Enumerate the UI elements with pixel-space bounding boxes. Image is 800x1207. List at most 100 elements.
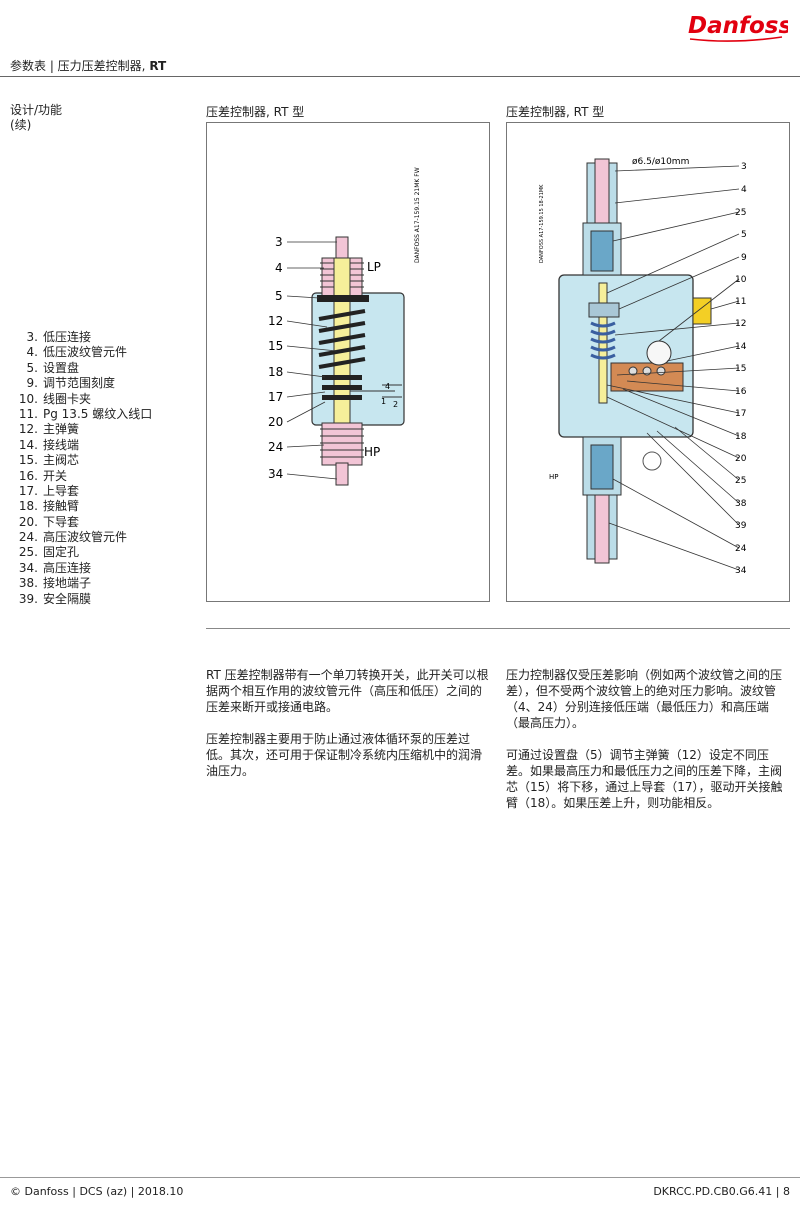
svg-text:39: 39 [735,521,747,531]
high-pressure-connection [594,494,610,564]
legend-item: 24.高压波纹管元件 [10,530,200,545]
logo-text: Danfoss [688,13,788,39]
svg-text:15: 15 [268,339,283,353]
legend-item: 3. 低压连接 [10,330,200,345]
svg-text:34: 34 [735,566,747,576]
svg-text:12: 12 [735,319,746,329]
legend-item: 25. 固定孔 [10,545,200,560]
legend-item-number: 14. [18,437,38,452]
low-pressure-connection [594,158,610,230]
legend-item-number: 39. [18,591,38,606]
figure-right-diagram: ø6.5/ø10mm HP DANFOSS A17-159.15 18-21MK… [506,122,790,602]
svg-text:DANFOSS A17-159.15 21MK FW: DANFOSS A17-159.15 21MK FW [414,167,421,263]
legend-item: 4. 低压波纹管元件 [10,345,200,360]
legend-item-text: 调节范围刻度 [43,376,116,391]
body-text-right: 压力控制器仅受压差影响（例如两个波纹管之间的压差），但不受两个波纹管上的绝对压力… [506,668,783,810]
svg-text:24: 24 [735,544,747,554]
svg-text:HP: HP [364,445,380,459]
low-pressure-connection [335,236,349,260]
legend-item-number: 16. [18,468,38,483]
legend-item: 9.调节范围刻度 [10,376,200,391]
section-label: 设计/功能 (续) [10,103,63,132]
high-pressure-connection [335,462,349,486]
svg-text:4: 4 [741,185,747,195]
svg-text:4: 4 [275,261,283,275]
legend-item: 10. 线圈卡夹 [10,392,200,407]
legend-item-number: 10. [18,391,38,406]
legend-item-text: 高压连接 [43,560,92,575]
legend-item-number: 18. [18,499,38,514]
legend-item-number: 4. [26,345,38,360]
svg-text:12: 12 [268,314,283,328]
cable-entry [692,297,712,325]
svg-text:LP: LP [367,260,381,274]
svg-text:18: 18 [735,432,747,442]
svg-text:2: 2 [393,400,398,409]
legend-item: 15. 主阀芯 [10,453,200,468]
body-text-left: RT 压差控制器带有一个单刀转换开关，此开关可以根据两个相互作用的波纹管元件（高… [206,668,489,778]
svg-text:15: 15 [735,364,746,374]
legend-item-text: 线圈卡夹 [43,391,92,406]
footer-left: © Danfoss | DCS (az) | 2018.10 [10,1185,184,1198]
legend-item-text: 低压连接 [43,330,92,344]
svg-text:24: 24 [268,440,283,454]
legend-item-number: 5. [26,360,38,375]
svg-text:17: 17 [268,390,283,404]
legend-item-text: 高压波纹管元件 [43,530,128,545]
legend-item: 11.Pg 13.5 螺纹入线口 [10,407,200,422]
svg-text:20: 20 [268,415,283,429]
legend-item: 12.主弹簧 [10,422,200,437]
legend-item-number: 34. [18,560,38,575]
legend-item: 38.接地端子 [10,576,200,591]
legend-item-text: 开关 [43,468,68,483]
legend-item-number: 12. [18,422,38,437]
low-pressure-bellows [590,230,614,272]
svg-text:5: 5 [741,230,747,240]
svg-text:3: 3 [741,162,747,172]
legend-item-number: 25. [18,545,38,560]
setting-disk [588,302,620,318]
svg-text:4: 4 [385,382,390,391]
legend-item-text: 下导套 [43,514,80,529]
legend-item-text: 上导套 [43,483,80,498]
svg-text:17: 17 [735,409,746,419]
figure-left-title: 压差控制器, RT 型 [206,105,305,119]
svg-text:HP: HP [549,473,559,481]
svg-text:25: 25 [735,208,746,218]
svg-text:38: 38 [735,499,747,509]
svg-text:18: 18 [268,365,283,379]
legend-item: 34. 高压连接 [10,561,200,576]
legend-item-text: 主阀芯 [43,453,80,468]
legend-item-number: 15. [18,453,38,468]
svg-text:11: 11 [735,297,746,307]
footer-rule [0,1177,800,1178]
legend-item-text: 接线端 [43,437,80,452]
legend-item-number: 20. [18,514,38,529]
legend-item: 39. 安全隔膜 [10,592,200,607]
svg-text:25: 25 [735,476,746,486]
legend-item: 17.上导套 [10,484,200,499]
svg-text:16: 16 [735,387,747,397]
figure-left-diagram: 4 1 2 LP HP DANFOSS A17-159.15 21MK FW 3… [206,122,490,602]
danfoss-logo: Danfoss [688,13,788,42]
legend-item: 16. 开关 [10,469,200,484]
svg-text:20: 20 [735,454,747,464]
legend-item-text: 安全隔膜 [43,591,92,606]
legend-item-text: 接触臂 [43,499,80,514]
header-rule [0,76,800,77]
footer-right: DKRCC.PD.CB0.G6.41 | 8 [653,1185,790,1198]
svg-text:DANFOSS A17-159.15 18-21MK: DANFOSS A17-159.15 18-21MK [539,184,545,263]
svg-text:14: 14 [735,342,747,352]
svg-text:34: 34 [268,467,283,481]
ground-terminal [642,451,662,471]
legend-item: 5.设置盘 [10,361,200,376]
legend-item: 14. 接线端 [10,438,200,453]
page-header-title: 参数表 | 压力压差控制器, RT [10,59,167,73]
section-divider [206,628,790,629]
legend-item-number: 3. [26,330,38,344]
legend-item: 20. 下导套 [10,515,200,530]
setting-disk [317,295,369,302]
legend-item-text: 固定孔 [43,545,80,560]
legend-item-text: 低压波纹管元件 [43,345,128,360]
